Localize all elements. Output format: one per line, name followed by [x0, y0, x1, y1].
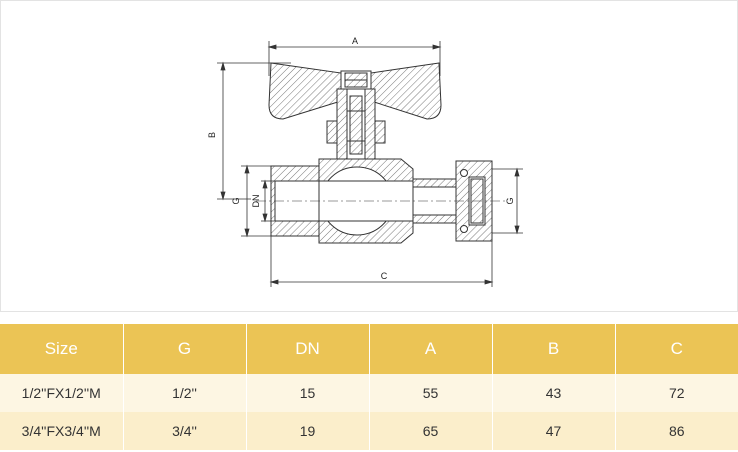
cell-g: 3/4'' [123, 412, 247, 450]
cell-dn: 15 [246, 374, 370, 412]
dimension-g-left [241, 164, 271, 238]
header-c: C [615, 324, 738, 374]
dimension-g-right-label: G [505, 197, 515, 204]
dimension-g-right [492, 167, 523, 235]
cell-size: 1/2''FX1/2''M [0, 374, 124, 412]
cell-c: 86 [615, 412, 738, 450]
dimension-b-label: B [207, 132, 217, 138]
dimension-dn-label: DN [251, 195, 261, 208]
dimension-b [217, 61, 291, 201]
table-header-row: Size G DN A B C [0, 324, 738, 374]
specification-table: Size G DN A B C 1/2''FX1/2''M 1/2'' 15 5… [0, 324, 738, 450]
header-g: G [123, 324, 247, 374]
header-dn: DN [246, 324, 370, 374]
cell-b: 47 [492, 412, 616, 450]
header-b: B [492, 324, 616, 374]
dimension-c-label: C [381, 271, 388, 281]
valve-stem [326, 88, 386, 160]
valve-cross-section-drawing: A B [207, 36, 523, 287]
header-a: A [369, 324, 493, 374]
valve-handle [268, 62, 442, 120]
table-row: 3/4''FX3/4''M 3/4'' 19 65 47 86 [0, 412, 738, 450]
cell-g: 1/2'' [123, 374, 247, 412]
cell-c: 72 [615, 374, 738, 412]
dimension-c [269, 236, 494, 287]
cell-size: 3/4''FX3/4''M [0, 412, 124, 450]
dimension-g-left-label: G [231, 197, 241, 204]
dimension-a [267, 41, 442, 76]
cell-dn: 19 [246, 412, 370, 450]
table-row: 1/2''FX1/2''M 1/2'' 15 55 43 72 [0, 374, 738, 412]
technical-drawing-panel: A B [0, 0, 738, 312]
dimension-dn [261, 179, 275, 223]
cell-a: 65 [369, 412, 493, 450]
dimension-a-label: A [352, 36, 358, 46]
header-size: Size [0, 324, 124, 374]
cell-a: 55 [369, 374, 493, 412]
cell-b: 43 [492, 374, 616, 412]
